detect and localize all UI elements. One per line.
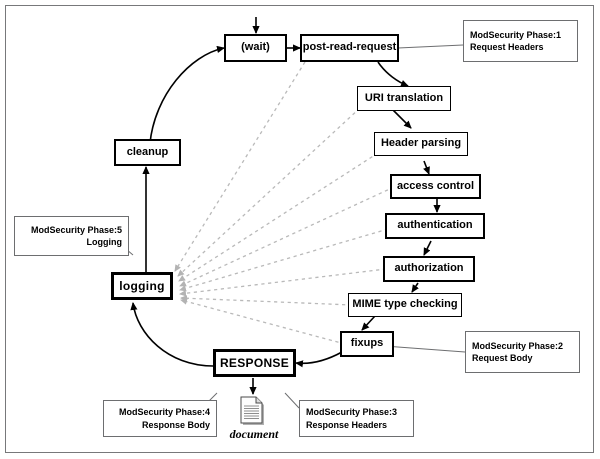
note-phase3-line1: ModSecurity Phase:3 [306, 407, 398, 418]
node-access-control-label: access control [396, 179, 475, 192]
node-logging[interactable]: logging [111, 272, 173, 300]
node-header-parsing-label: Header parsing [380, 137, 462, 150]
node-wait-label: (wait) [241, 41, 270, 54]
node-response-label: RESPONSE [219, 355, 290, 370]
node-post-read-request[interactable]: post-read-request [300, 34, 399, 62]
note-modsecurity-phase-2: ModSecurity Phase:2 Request Body [465, 331, 580, 373]
node-response[interactable]: RESPONSE [213, 349, 296, 377]
node-authentication[interactable]: authentication [385, 213, 485, 239]
node-wait[interactable]: (wait) [224, 34, 287, 62]
note-modsecurity-phase-3: ModSecurity Phase:3 Response Headers [299, 400, 414, 437]
note-modsecurity-phase-4: ModSecurity Phase:4 Response Body [103, 400, 217, 437]
node-mime-type-checking-label: MIME type checking [352, 298, 458, 311]
node-cleanup[interactable]: cleanup [114, 139, 181, 166]
node-mime-type-checking[interactable]: MIME type checking [348, 293, 462, 317]
document-label: document [229, 427, 279, 441]
node-authorization-label: authorization [394, 262, 464, 275]
note-phase2-line2: Request Body [472, 353, 533, 363]
note-phase3-line2: Response Headers [306, 419, 388, 430]
node-uri-translation[interactable]: URI translation [357, 86, 451, 111]
node-logging-label: logging [119, 278, 165, 293]
node-access-control[interactable]: access control [390, 174, 481, 199]
node-header-parsing[interactable]: Header parsing [374, 132, 468, 156]
node-fixups[interactable]: fixups [340, 331, 394, 357]
note-modsecurity-phase-5: ModSecurity Phase:5 Logging [14, 216, 129, 256]
note-phase4-line1: ModSecurity Phase:4 [118, 407, 210, 418]
note-phase2-line1: ModSecurity Phase:2 [472, 340, 564, 351]
document-icon [240, 396, 264, 425]
node-post-read-request-label: post-read-request [302, 41, 397, 54]
note-phase4-line2: Response Body [141, 419, 210, 430]
note-phase5-line1: ModSecurity Phase:5 [30, 224, 122, 235]
note-modsecurity-phase-1: ModSecurity Phase:1 Request Headers [463, 20, 578, 62]
node-authorization[interactable]: authorization [383, 256, 475, 282]
node-uri-translation-label: URI translation [364, 91, 444, 104]
node-authentication-label: authentication [397, 219, 473, 232]
node-cleanup-label: cleanup [126, 145, 169, 158]
node-fixups-label: fixups [350, 337, 384, 350]
note-phase1-line2: Request Headers [470, 42, 544, 52]
note-phase5-line2: Logging [86, 237, 123, 247]
note-phase1-line1: ModSecurity Phase:1 [470, 29, 562, 40]
